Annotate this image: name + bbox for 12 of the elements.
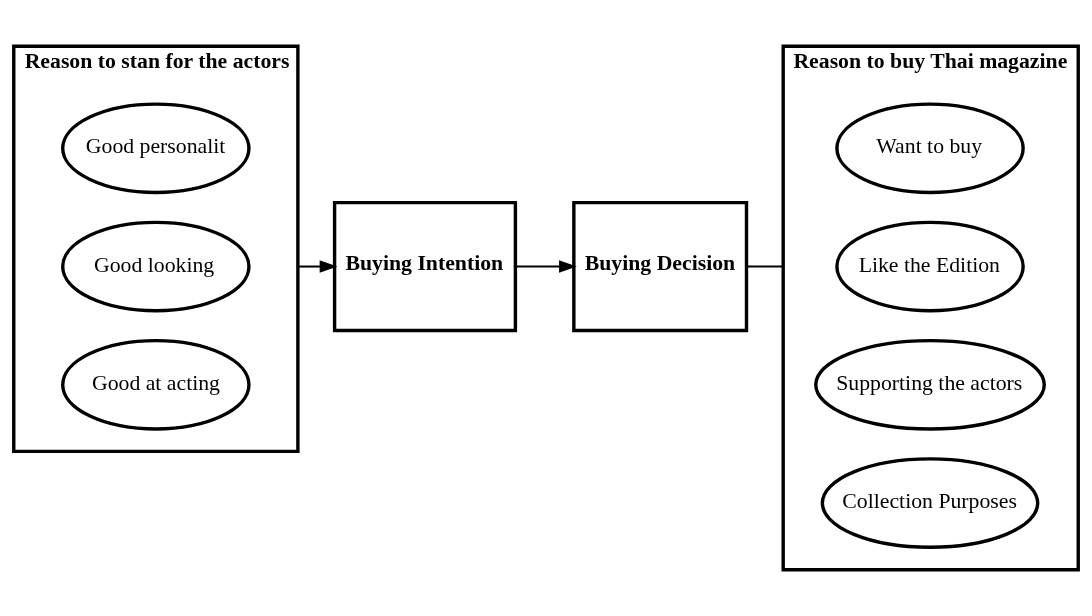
node-box: Buying Intention (332, 200, 518, 333)
connector (746, 265, 784, 268)
arrow (297, 260, 338, 273)
node-ellipse: Like the Edition (835, 220, 1025, 313)
arrow (515, 260, 577, 273)
node-ellipse: Supporting the actors (814, 338, 1046, 431)
node-ellipse: Want to buy (835, 102, 1025, 195)
node-ellipse: Good at acting (61, 338, 251, 431)
node-ellipse: Good looking (61, 220, 251, 313)
node-ellipse: Good personalit (61, 102, 251, 195)
node-box: Buying Decision (572, 200, 749, 333)
node-ellipse: Collection Purposes (820, 457, 1040, 549)
